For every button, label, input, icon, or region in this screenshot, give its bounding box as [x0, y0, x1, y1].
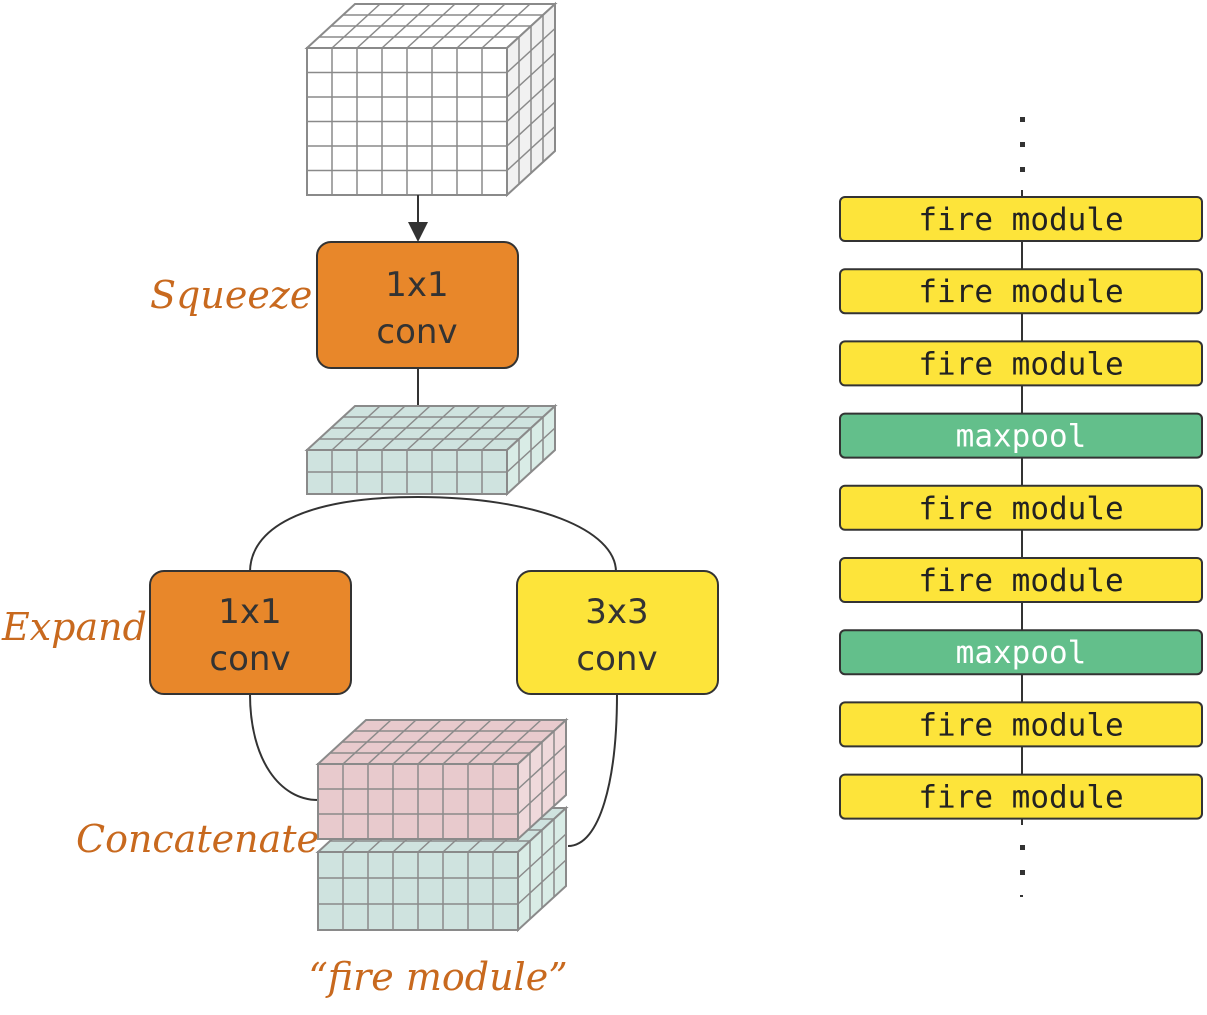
layer-label: fire module — [918, 346, 1123, 382]
fire-module-layer: fire module — [839, 268, 1203, 315]
fire-module-layer: fire module — [839, 196, 1203, 242]
layer-box — [839, 340, 1203, 387]
bottom-ellipsis — [1020, 845, 1025, 897]
maxpool-layer: maxpool — [839, 629, 1203, 676]
maxpool-layer: maxpool — [839, 412, 1203, 459]
layer-label: fire module — [918, 202, 1123, 238]
layer-box — [839, 412, 1203, 459]
layer-box — [839, 701, 1203, 748]
expand-3x3-to-concat-connector — [567, 693, 618, 847]
layer-label: fire module — [918, 491, 1123, 527]
squeeze-to-expand-connector — [249, 495, 617, 573]
expand-3x3-line2: conv — [576, 639, 657, 679]
layer-box — [839, 629, 1203, 676]
expand-1x1-line2: conv — [209, 639, 290, 679]
fire-module-layer: fire module — [839, 340, 1203, 387]
layer-label: maxpool — [956, 635, 1087, 671]
fire-module-layer: fire module — [839, 484, 1203, 531]
expand-1x1-output-tensor — [315, 717, 569, 842]
fire-module-layer: fire module — [839, 701, 1203, 748]
input-tensor — [304, 1, 558, 198]
expand-1x1-line1: 1x1 — [218, 592, 281, 632]
expand-label: Expand — [1, 605, 147, 649]
top-ellipsis — [1020, 117, 1025, 172]
layer-box — [839, 484, 1203, 531]
layer-label: fire module — [918, 274, 1123, 310]
squeeze-conv-box: 1x1 conv — [316, 241, 519, 369]
expand-3x3-line1: 3x3 — [585, 592, 648, 632]
fire-module-caption: “fire module” — [308, 955, 567, 999]
layer-box — [839, 196, 1203, 242]
layer-label: fire module — [918, 780, 1123, 816]
network-stack: fire module fire module fire module maxpool… — [839, 117, 1203, 897]
squeeze-conv-line1: 1x1 — [385, 265, 448, 305]
fire-module-diagram: 1x1 conv Squeeze 1x1 conv 3x3 conv Expan… — [1, 1, 719, 999]
layer-box — [839, 557, 1203, 603]
squeeze-conv-line2: conv — [376, 312, 457, 352]
layer-box — [839, 773, 1203, 820]
layer-label: fire module — [918, 707, 1123, 743]
concatenate-label: Concatenate — [76, 817, 319, 861]
layer-label: fire module — [918, 563, 1123, 599]
fire-module-layer: fire module — [839, 773, 1203, 820]
squeeze-label: Squeeze — [150, 273, 312, 317]
fire-module-layer: fire module — [839, 557, 1203, 603]
expand-3x3-conv-box: 3x3 conv — [516, 570, 719, 695]
layer-label: maxpool — [956, 419, 1087, 455]
layer-box — [839, 268, 1203, 315]
expand-1x1-conv-box: 1x1 conv — [149, 570, 352, 695]
expand-1x1-to-concat-connector — [249, 693, 319, 801]
squeezed-tensor — [304, 403, 558, 497]
